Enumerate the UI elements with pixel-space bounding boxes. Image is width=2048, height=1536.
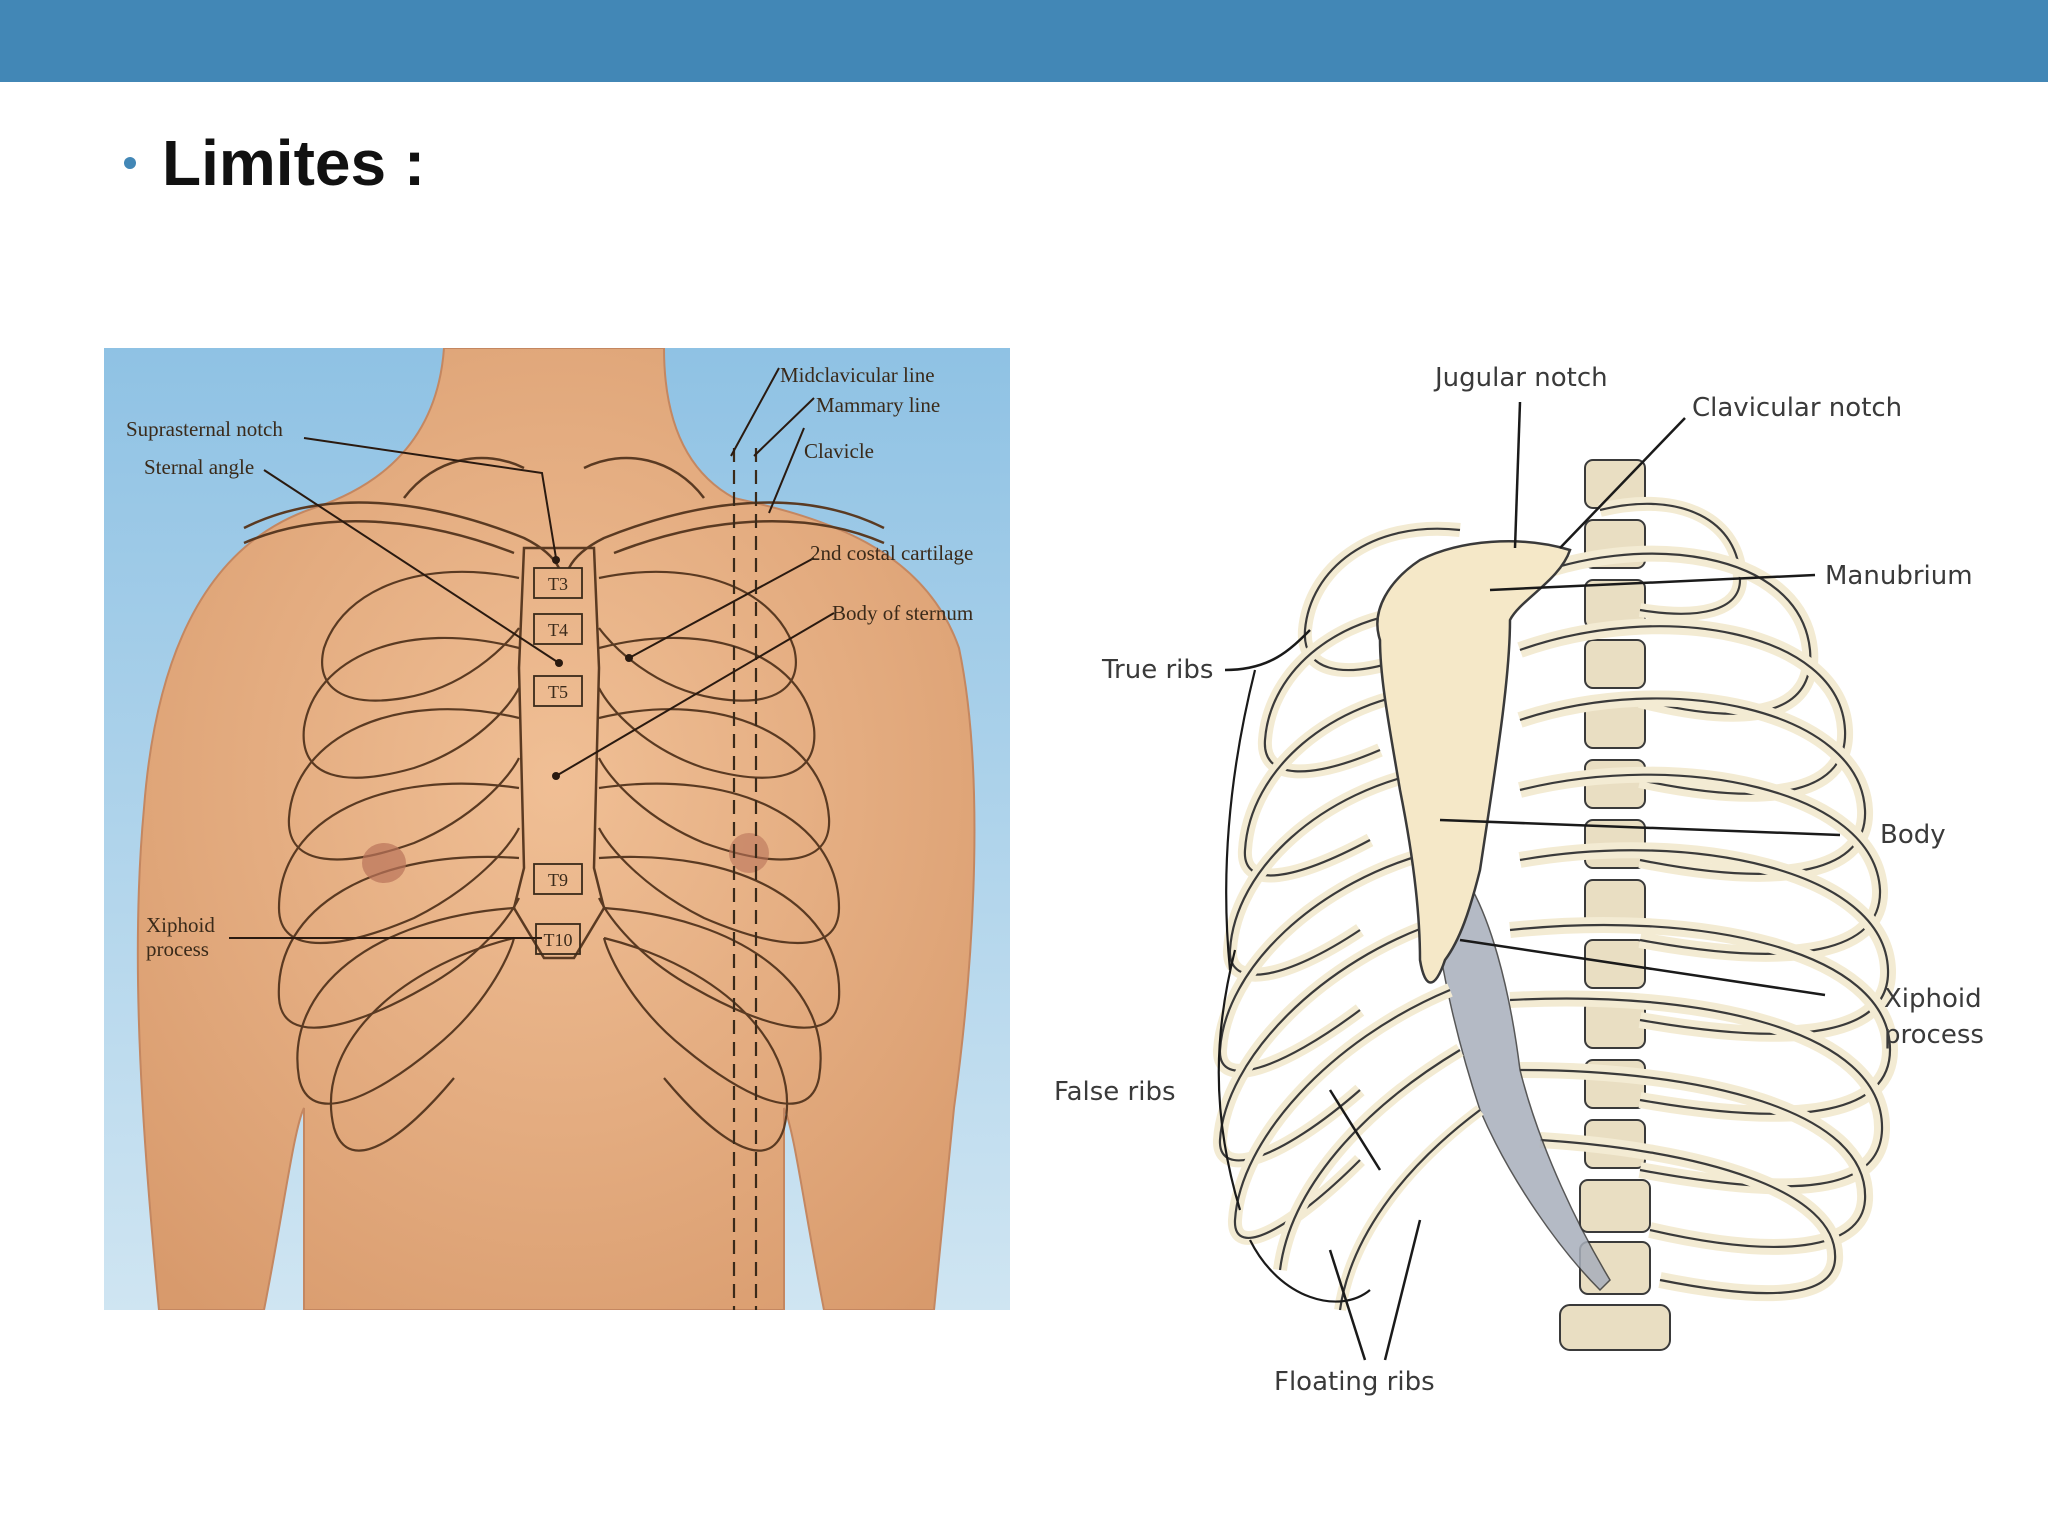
vertebra-t10-label: T10 bbox=[544, 930, 573, 950]
label-true-ribs: True ribs bbox=[1101, 655, 1213, 685]
chest-surface-figure: T3 T4 T5 T9 T10 Suprasternal notch Stern… bbox=[104, 348, 1010, 1310]
label-sternal-angle: Sternal angle bbox=[144, 455, 254, 479]
right-leader-lines bbox=[1224, 401, 1841, 1361]
label-false-ribs: False ribs bbox=[1054, 1077, 1176, 1107]
ribs-left-outline bbox=[277, 570, 520, 1152]
spine bbox=[1559, 459, 1671, 1351]
vertebra-t9-label: T9 bbox=[548, 870, 568, 890]
label-mammary-line: Mammary line bbox=[816, 393, 940, 417]
label-xiphoid-1: Xiphoid bbox=[146, 913, 215, 937]
nipple-left bbox=[362, 843, 406, 883]
label-manubrium: Manubrium bbox=[1825, 561, 1973, 591]
label-suprasternal-notch: Suprasternal notch bbox=[126, 417, 283, 441]
title-bar bbox=[0, 0, 2048, 82]
costal-cartilage bbox=[1434, 868, 1611, 1292]
label-clavicle: Clavicle bbox=[804, 439, 874, 463]
slide-heading: Limites : bbox=[162, 127, 426, 199]
label-jugular-notch: Jugular notch bbox=[1433, 363, 1608, 393]
heading-row: Limites : bbox=[124, 118, 425, 208]
rib-group-braces bbox=[1217, 669, 1371, 1303]
vertebra-t5-label: T5 bbox=[548, 682, 568, 702]
sternum-outline bbox=[512, 546, 606, 960]
vertebra-level-boxes bbox=[533, 567, 583, 955]
left-leader-dots bbox=[552, 556, 633, 780]
sternum bbox=[1376, 540, 1572, 984]
label-xiphoid-2: process bbox=[1884, 1020, 1984, 1050]
label-body: Body bbox=[1880, 820, 1946, 850]
vertebra-t4-label: T4 bbox=[548, 620, 568, 640]
ribs-right bbox=[1509, 496, 1899, 1302]
nipple-right bbox=[729, 833, 769, 873]
label-floating-ribs: Floating ribs bbox=[1274, 1367, 1435, 1397]
left-leader-lines bbox=[229, 367, 835, 939]
bullet-icon bbox=[124, 157, 136, 169]
torso bbox=[136, 348, 976, 1310]
label-2nd-costal-cartilage: 2nd costal cartilage bbox=[810, 541, 973, 565]
thoracic-cage-figure: Jugular notch Clavicular notch Manubrium… bbox=[1040, 350, 2020, 1400]
label-body-of-sternum: Body of sternum bbox=[832, 601, 973, 625]
vertebra-t3-label: T3 bbox=[548, 574, 568, 594]
label-clavicular-notch: Clavicular notch bbox=[1692, 393, 1902, 423]
label-midclavicular-line: Midclavicular line bbox=[780, 363, 935, 387]
label-xiphoid-1: Xiphoid bbox=[1884, 984, 1982, 1014]
label-xiphoid-2: process bbox=[146, 937, 209, 961]
